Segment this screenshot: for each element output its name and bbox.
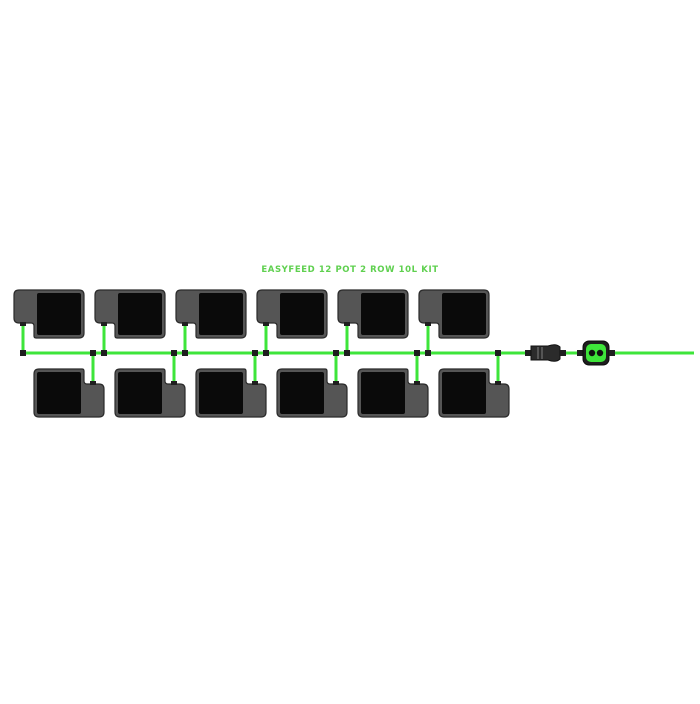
- pot-top-2: [94, 289, 166, 339]
- tee-connector: [344, 350, 350, 356]
- connector: [171, 381, 177, 385]
- pot-bucket: [199, 293, 243, 335]
- pot-bottom-4: [276, 368, 348, 418]
- pot-bottom-3: [195, 368, 267, 418]
- kit-title: EASYFEED 12 POT 2 ROW 10L KIT: [261, 265, 438, 275]
- tee-connector: [90, 350, 96, 356]
- valve-end: [577, 350, 583, 356]
- pot-bottom-1: [33, 368, 105, 418]
- pot-bucket: [361, 372, 405, 414]
- tee-connector: [414, 350, 420, 356]
- pot-top-5: [337, 289, 409, 339]
- tee-connector: [20, 350, 26, 356]
- pot-bucket: [361, 293, 405, 335]
- connector: [20, 322, 26, 326]
- connector: [263, 322, 269, 326]
- pot-bottom-2: [114, 368, 186, 418]
- pot-top-3: [175, 289, 247, 339]
- pot-top-6: [418, 289, 490, 339]
- connector: [182, 322, 188, 326]
- pot-bucket: [442, 372, 486, 414]
- connector-ridge: [541, 347, 543, 359]
- pot-top-1: [13, 289, 85, 339]
- tee-connector: [252, 350, 258, 356]
- connector: [252, 381, 258, 385]
- valve-end: [609, 350, 615, 356]
- pot-bucket: [118, 293, 162, 335]
- hose-end: [560, 350, 566, 356]
- valve-hole: [588, 349, 596, 357]
- pot-bucket: [118, 372, 162, 414]
- connector: [414, 381, 420, 385]
- tee-connector: [101, 350, 107, 356]
- connector: [495, 381, 501, 385]
- valve-face: [586, 344, 606, 362]
- pot-bottom-5: [357, 368, 429, 418]
- connector: [333, 381, 339, 385]
- tee-connector: [182, 350, 188, 356]
- hose-connector-icon: [525, 344, 566, 362]
- pot-bucket: [199, 372, 243, 414]
- tee-connector: [495, 350, 501, 356]
- connector: [90, 381, 96, 385]
- connector: [344, 322, 350, 326]
- connector: [425, 322, 431, 326]
- pot-top-4: [256, 289, 328, 339]
- inlet-fittings: [525, 340, 615, 366]
- tee-connector: [171, 350, 177, 356]
- valve-hole: [596, 349, 604, 357]
- connector-ridge: [537, 347, 539, 359]
- pot-bucket: [280, 293, 324, 335]
- tee-connector: [425, 350, 431, 356]
- pot-bottom-6: [438, 368, 510, 418]
- pot-bucket: [280, 372, 324, 414]
- tee-connector: [263, 350, 269, 356]
- pots-group: [13, 289, 510, 418]
- connector: [101, 322, 107, 326]
- hose-end: [525, 350, 531, 356]
- connector-body: [530, 344, 561, 362]
- pot-bucket: [37, 372, 81, 414]
- pot-bucket: [37, 293, 81, 335]
- float-valve-icon: [577, 340, 615, 366]
- tee-connector: [333, 350, 339, 356]
- pot-bucket: [442, 293, 486, 335]
